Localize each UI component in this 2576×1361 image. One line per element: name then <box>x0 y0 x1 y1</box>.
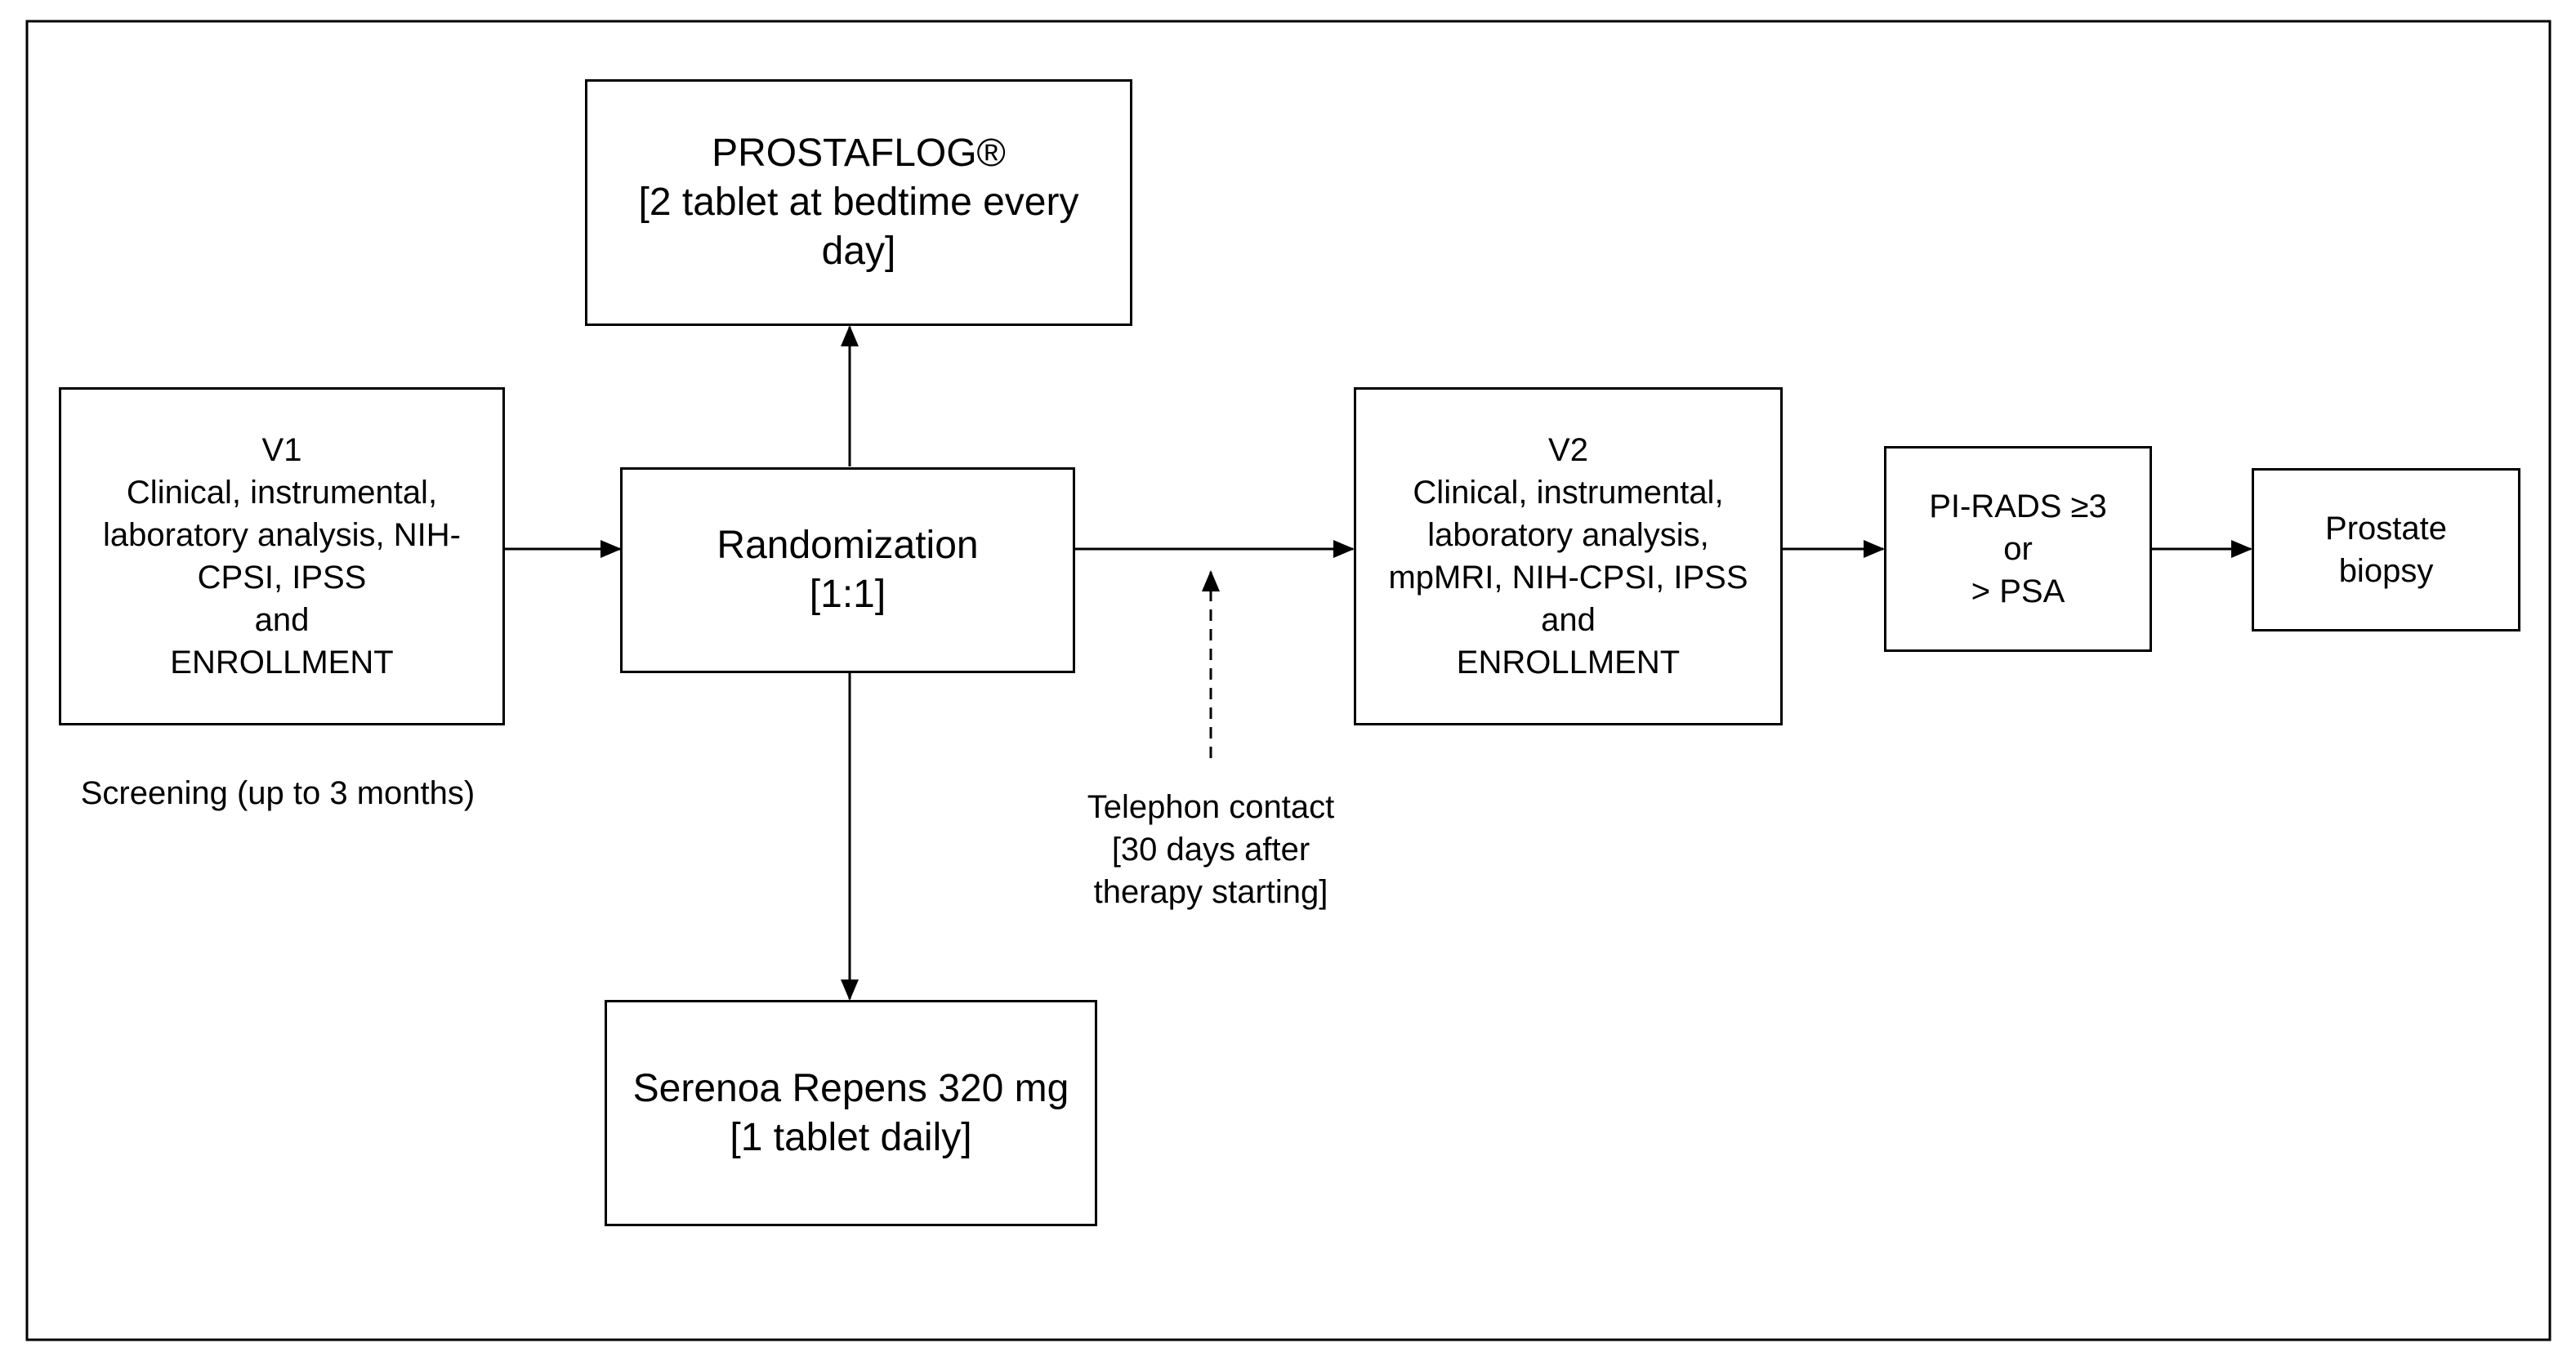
randomization-line-2: [1:1] <box>809 573 886 616</box>
randomization-line-1: Randomization <box>717 524 979 567</box>
outer-frame <box>25 20 2551 1341</box>
serenoa-line-1: Serenoa Repens 320 mg <box>632 1066 1069 1110</box>
screening-caption: Screening (up to 3 months) <box>80 775 475 811</box>
prostaflog-line-3: day] <box>821 230 896 273</box>
pirads-box: PI-RADS ≥3 or > PSA <box>1884 446 2152 652</box>
telephone-line-3: therapy starting] <box>1093 874 1328 910</box>
randomization-box: Randomization [1:1] <box>620 467 1075 673</box>
telephone-caption: Telephon contact [30 days after therapy … <box>1031 786 1391 913</box>
prostaflog-box: PROSTAFLOG® [2 tablet at bedtime every d… <box>585 79 1132 326</box>
v2-line-1: V2 <box>1548 432 1588 468</box>
v1-line-4: CPSI, IPSS <box>197 560 367 596</box>
pirads-line-3: > PSA <box>1971 573 2065 609</box>
biopsy-box: Prostate biopsy <box>2252 468 2520 631</box>
v1-line-2: Clinical, instrumental, <box>126 475 438 511</box>
v2-line-2: Clinical, instrumental, <box>1413 475 1724 511</box>
v1-line-1: V1 <box>261 432 302 468</box>
serenoa-line-2: [1 tablet daily] <box>730 1115 972 1159</box>
v2-box: V2 Clinical, instrumental, laboratory an… <box>1354 387 1783 725</box>
v1-line-6: ENROLLMENT <box>170 645 394 680</box>
prostaflog-line-2: [2 tablet at bedtime every <box>638 181 1079 224</box>
v1-line-5: and <box>254 602 310 638</box>
prostaflog-line-1: PROSTAFLOG® <box>712 132 1006 175</box>
biopsy-line-1: Prostate <box>2325 511 2447 547</box>
telephone-line-2: [30 days after <box>1111 832 1310 868</box>
v2-line-5: and <box>1541 602 1596 638</box>
v2-line-4: mpMRI, NIH-CPSI, IPSS <box>1388 560 1748 596</box>
serenoa-box: Serenoa Repens 320 mg [1 tablet daily] <box>605 1000 1097 1226</box>
v2-line-3: laboratory analysis, <box>1427 517 1709 553</box>
telephone-line-1: Telephon contact <box>1087 789 1335 825</box>
v1-line-3: laboratory analysis, NIH- <box>103 517 461 553</box>
pirads-line-1: PI-RADS ≥3 <box>1929 489 2107 524</box>
pirads-line-2: or <box>2003 531 2033 567</box>
v1-box: V1 Clinical, instrumental, laboratory an… <box>59 387 505 725</box>
v2-line-6: ENROLLMENT <box>1456 645 1681 680</box>
biopsy-line-2: biopsy <box>2338 553 2434 589</box>
